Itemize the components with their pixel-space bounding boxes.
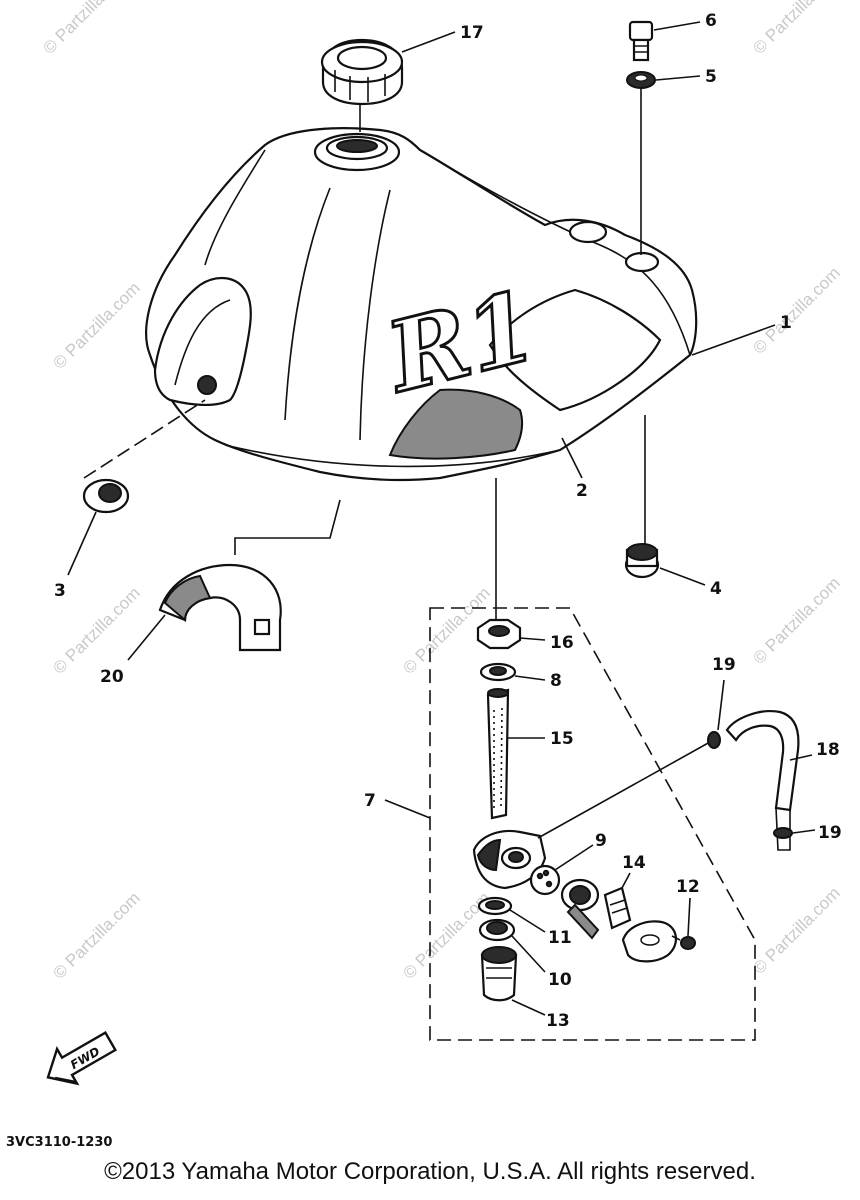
leader-19-upper: [717, 679, 725, 731]
callout-4: 4: [710, 579, 722, 599]
watermark: © Partzilla.com: [749, 883, 843, 977]
leader-1: [691, 324, 776, 356]
callout-12: 12: [676, 877, 700, 897]
leader-20: [127, 614, 166, 661]
gasket[interactable]: [529, 864, 561, 896]
callout-19-lower: 19: [818, 823, 842, 843]
copyright-notice: ©2013 Yamaha Motor Corporation, U.S.A. A…: [104, 1158, 756, 1185]
watermark: © Partzilla.com: [49, 888, 143, 982]
callout-14: 14: [622, 853, 646, 873]
leader-2: [561, 437, 583, 479]
leader-band-axis: [234, 499, 341, 555]
cover-plate[interactable]: [621, 920, 677, 963]
leader-17: [401, 31, 456, 53]
callout-3: 3: [54, 581, 66, 601]
callout-9: 9: [595, 831, 607, 851]
forward-arrow-icon: FWD: [46, 1031, 117, 1086]
callout-15: 15: [550, 729, 574, 749]
leader-hose: [537, 741, 711, 839]
leader-3: [67, 511, 97, 576]
leader-19-lower: [792, 829, 816, 834]
leader-12: [687, 897, 691, 937]
part-code: 3VC3110-1230: [6, 1135, 112, 1150]
washer[interactable]: [626, 71, 656, 89]
callout-17: 17: [460, 23, 484, 43]
leader-8: [514, 675, 546, 681]
tank-decal-upper: [488, 288, 662, 412]
fuel-tank[interactable]: R1: [145, 127, 698, 482]
damper-3[interactable]: [82, 478, 130, 514]
callout-19-upper: 19: [712, 655, 736, 675]
watermark: © Partzilla.com: [49, 278, 143, 372]
leader-9: [554, 844, 594, 871]
callout-10: 10: [548, 970, 572, 990]
leader-11: [509, 909, 546, 933]
callout-1: 1: [780, 313, 792, 333]
callout-18: 18: [816, 740, 840, 760]
leader-13: [511, 999, 546, 1016]
leader-7: [384, 799, 431, 819]
leader-14: [621, 872, 631, 889]
leader-5: [655, 75, 701, 81]
watermark: © Partzilla.com: [749, 0, 843, 58]
watermark: © Partzilla.com: [749, 263, 843, 357]
leader-10: [511, 935, 546, 973]
callout-2: 2: [576, 481, 588, 501]
leader-6: [653, 21, 701, 31]
watermark: © Partzilla.com: [39, 0, 133, 58]
watermarks: © Partzilla.com © Partzilla.com © Partzi…: [39, 0, 843, 983]
damper-4[interactable]: [624, 543, 660, 579]
callout-7: 7: [364, 791, 376, 811]
parts-diagram: © Partzilla.com © Partzilla.com © Partzi…: [6, 0, 844, 1150]
leader-4: [659, 567, 706, 586]
leader-16: [519, 637, 546, 641]
tank-decal: [388, 388, 524, 460]
callout-6: 6: [705, 11, 717, 31]
nut[interactable]: [476, 618, 522, 650]
callout-20: 20: [100, 667, 124, 687]
callout-5: 5: [705, 67, 717, 87]
screw[interactable]: [671, 935, 696, 950]
bolt[interactable]: [628, 20, 654, 62]
hose-clip-upper[interactable]: [707, 731, 721, 749]
leader-3-dashed: [83, 399, 206, 479]
hose-clip-lower[interactable]: [773, 827, 793, 839]
fuel-cock-body[interactable]: [472, 829, 547, 890]
leader-18: [789, 754, 813, 761]
sediment-cup[interactable]: [480, 946, 518, 1002]
washer-8[interactable]: [479, 662, 517, 682]
fuel-cock-enclosure: [429, 607, 756, 1041]
callout-8: 8: [550, 671, 562, 691]
fuel-cap[interactable]: [320, 38, 404, 106]
knob[interactable]: [603, 886, 632, 930]
tank-band[interactable]: [158, 563, 282, 652]
o-ring-11[interactable]: [477, 896, 513, 916]
strainer[interactable]: [486, 688, 510, 820]
lever[interactable]: [560, 878, 600, 940]
o-ring-10[interactable]: [478, 918, 516, 942]
callout-16: 16: [550, 633, 574, 653]
callout-11: 11: [548, 928, 572, 948]
watermark: © Partzilla.com: [749, 573, 843, 667]
callout-13: 13: [546, 1011, 570, 1031]
callouts: 1 2 3 4 5 6 7 8 9 10 11 12 13 14 15 16 1…: [54, 11, 842, 1031]
